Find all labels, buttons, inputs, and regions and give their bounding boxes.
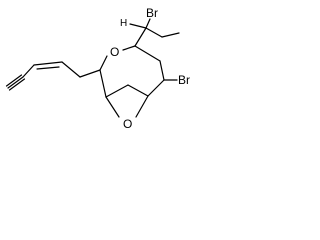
side-bromine-label: Br	[146, 6, 158, 20]
bond-c2-o1	[99, 55, 108, 71]
bond-c3-c4-bridge	[105, 84, 129, 98]
bond-c8-cbr	[134, 27, 147, 47]
bond-c3-obridge	[105, 96, 120, 118]
bond-alkyne-2	[8, 78, 26, 91]
bond-sp-sp2	[22, 64, 35, 78]
bridge-oxygen-label: O	[123, 117, 132, 131]
bond-cis-alkene-inner	[36, 66, 60, 70]
structure-drawing: O O Br Br H	[5, 6, 190, 131]
bond-allylic	[61, 61, 81, 78]
bond-cis-alkene	[33, 61, 63, 66]
bond-chain-to-ring	[79, 69, 101, 78]
bond-o1-c8	[122, 45, 136, 51]
bond-c2-c3	[99, 69, 107, 98]
bond-cbr-ethyl	[145, 27, 163, 38]
bond-cbr-h	[129, 23, 147, 29]
bond-alkyne-3	[5, 74, 23, 87]
bond-ethyl	[161, 32, 180, 38]
bond-obridge-c5	[135, 95, 149, 118]
bond-cbr-br	[145, 18, 151, 29]
bond-alkyne-1	[7, 76, 24, 89]
ring-oxygen-label: O	[110, 45, 119, 59]
ring-bromine-label: Br	[178, 73, 190, 87]
molecule-canvas: O O Br Br H	[0, 0, 213, 151]
bond-c6-c5	[147, 79, 165, 97]
stereo-hydrogen-label: H	[120, 18, 127, 29]
bond-c8-c7	[134, 45, 161, 62]
bond-c7-c6	[159, 60, 165, 81]
bond-c4-c5-bridge	[127, 84, 149, 97]
